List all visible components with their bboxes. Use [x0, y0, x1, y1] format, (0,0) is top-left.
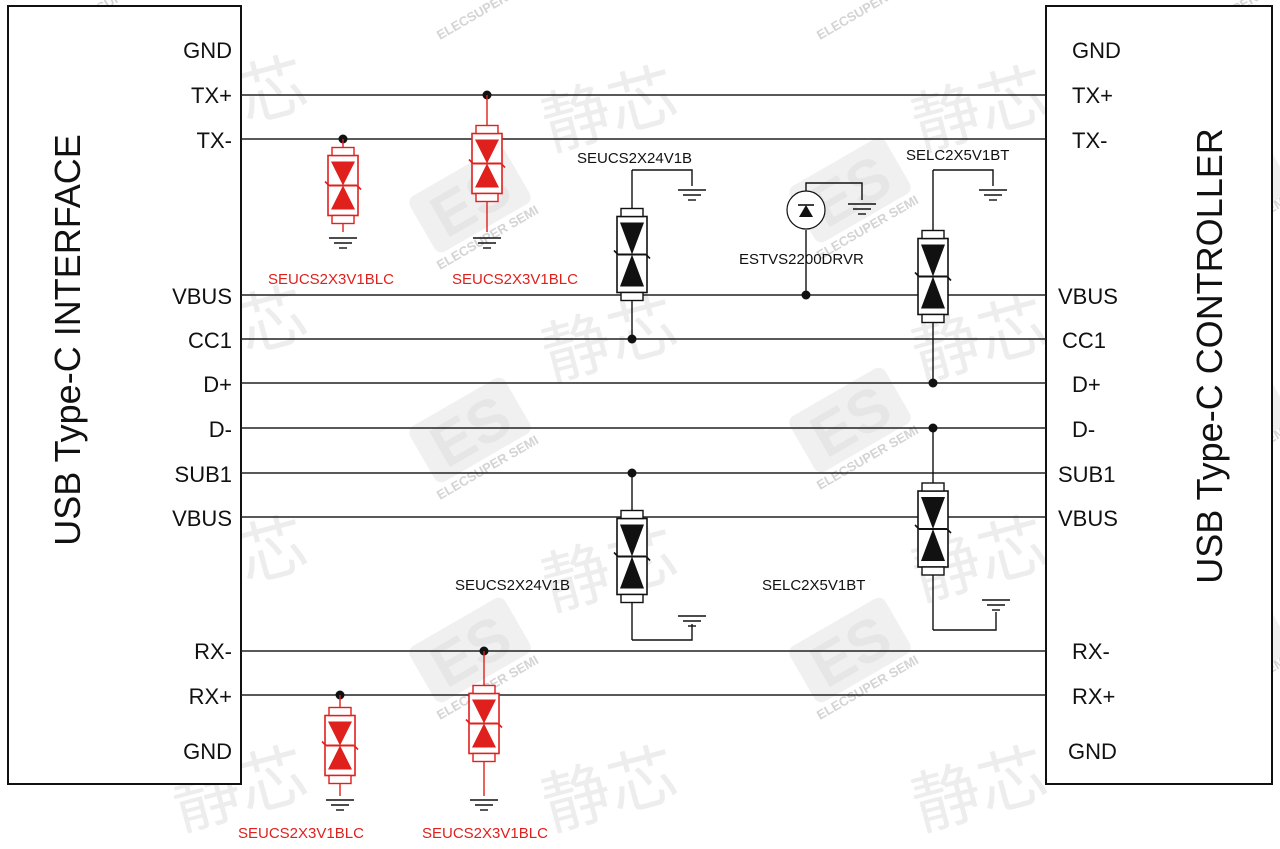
right-pin-tx-plus: TX+ [1072, 83, 1113, 108]
tvs-seucs2x3v1blc-rx-plus [321, 695, 359, 796]
label-seucs2x24v1b-bottom: SEUCS2X24V1B [455, 577, 570, 594]
tvs-selc2x5v1bt-d-plus [914, 170, 952, 383]
watermark-chinese: 静芯 [534, 516, 685, 625]
right-pin-tx-minus: TX- [1072, 128, 1107, 153]
junction-vbus-1 [801, 290, 811, 300]
label-seucs2x3v1blc-tx-1: SEUCS2X3V1BLC [268, 271, 394, 288]
watermark-chinese: 静芯 [534, 56, 685, 165]
right-pin-d-minus: D- [1072, 417, 1095, 442]
label-seucs2x3v1blc-rx-2: SEUCS2X3V1BLC [422, 825, 548, 842]
right-pin-gnd-top: GND [1072, 38, 1121, 63]
right-pin-gnd-bottom: GND [1068, 739, 1117, 764]
label-selc2x5v1bt-top: SELC2X5V1BT [906, 147, 1009, 164]
left-pin-sub1: SUB1 [175, 462, 232, 487]
right-pin-d-plus: D+ [1072, 372, 1101, 397]
right-pin-cc1: CC1 [1062, 328, 1106, 353]
controller-title: USB Type-C CONTROLLER [1189, 128, 1230, 583]
tvs-seucs2x3v1blc-rx-minus [465, 651, 503, 796]
left-pin-rx-plus: RX+ [189, 684, 232, 709]
tvs-estvs2200drvr [786, 182, 876, 295]
left-pin-gnd-top: GND [183, 38, 232, 63]
junction-d-plus [928, 378, 938, 388]
left-pin-d-plus: D+ [203, 372, 232, 397]
label-seucs2x24v1b-top: SEUCS2X24V1B [577, 150, 692, 167]
right-pin-sub1: SUB1 [1058, 462, 1115, 487]
left-pin-tx-plus: TX+ [191, 83, 232, 108]
right-pin-rx-plus: RX+ [1072, 684, 1115, 709]
label-estvs2200drvr: ESTVS2200DRVR [739, 251, 864, 268]
label-seucs2x3v1blc-rx-1: SEUCS2X3V1BLC [238, 825, 364, 842]
tvs-seucs2x24v1b-cc1 [613, 170, 651, 339]
watermark-brand: ELECSUPER SEMI [814, 0, 921, 43]
tvs-seucs2x3v1blc-tx-plus [468, 95, 506, 232]
left-pin-rx-minus: RX- [194, 639, 232, 664]
watermark-chinese: 静芯 [534, 736, 685, 844]
left-pin-d-minus: D- [209, 417, 232, 442]
watermark-brand: ELECSUPER SEMI [434, 0, 541, 43]
label-selc2x5v1bt-bottom: SELC2X5V1BT [762, 577, 865, 594]
interface-title: USB Type-C INTERFACE [47, 134, 88, 545]
label-seucs2x3v1blc-tx-2: SEUCS2X3V1BLC [452, 271, 578, 288]
tvs-seucs2x24v1b-sub1 [613, 473, 651, 640]
left-pin-gnd-bottom: GND [183, 739, 232, 764]
watermark-chinese: 静芯 [534, 286, 685, 395]
tvs-selc2x5v1bt-d-minus [914, 428, 952, 630]
right-pin-vbus-2: VBUS [1058, 506, 1118, 531]
right-pin-rx-minus: RX- [1072, 639, 1110, 664]
left-pin-vbus-2: VBUS [172, 506, 232, 531]
left-pin-vbus-1: VBUS [172, 284, 232, 309]
component-layer [321, 90, 1010, 811]
left-pin-tx-minus: TX- [197, 128, 232, 153]
junction-cc1 [627, 334, 637, 344]
signal-lines [241, 94, 1046, 696]
usb-controller-block [1045, 5, 1273, 785]
watermark-chinese: 静芯 [904, 736, 1055, 844]
right-pin-vbus-1: VBUS [1058, 284, 1118, 309]
usb-interface-block [7, 5, 242, 785]
tvs-seucs2x3v1blc-tx-minus [324, 139, 362, 232]
left-pin-cc1: CC1 [188, 328, 232, 353]
